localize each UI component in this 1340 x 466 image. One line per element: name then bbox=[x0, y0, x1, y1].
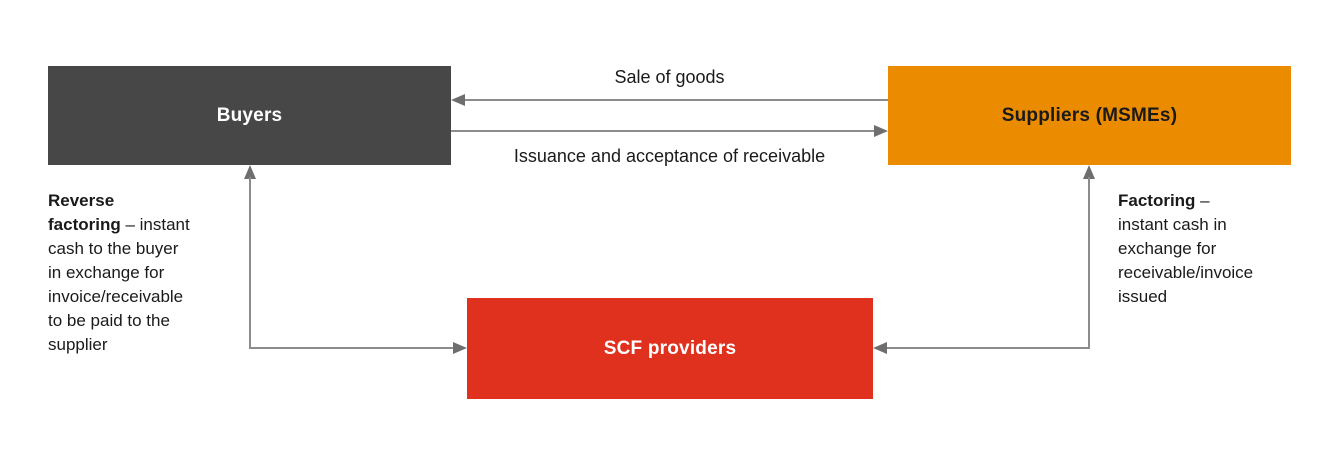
annotation-line: in exchange for bbox=[48, 263, 165, 282]
scf-providers-node-label: SCF providers bbox=[603, 337, 737, 359]
annotation-line: Factoring – bbox=[1118, 191, 1210, 210]
buyers-scf-connector-vertical bbox=[249, 177, 251, 349]
annotation-line: cash to the buyer bbox=[48, 239, 179, 258]
suppliers-node-label: Suppliers (MSMEs) bbox=[1001, 104, 1178, 126]
arrowhead-up-into-buyers-icon bbox=[243, 165, 256, 179]
scf-providers-node: SCF providers bbox=[467, 298, 873, 399]
suppliers-scf-connector-vertical bbox=[1088, 177, 1090, 349]
issuance-arrow-line bbox=[451, 130, 875, 132]
issuance-label: Issuance and acceptance of receivable bbox=[513, 146, 826, 166]
buyers-node: Buyers bbox=[48, 66, 451, 165]
reverse-factoring-note: Reverse factoring – instant cash to the bu… bbox=[48, 189, 233, 357]
sale-of-goods-arrow-line bbox=[464, 99, 888, 101]
annotation-line: invoice/receivable bbox=[48, 287, 184, 306]
sale-of-goods-label: Sale of goods bbox=[614, 67, 725, 87]
arrowhead-into-scf-right-icon bbox=[873, 341, 887, 354]
annotation-line: factoring – instant bbox=[48, 215, 190, 234]
annotation-line: issued bbox=[1118, 287, 1168, 306]
suppliers-node: Suppliers (MSMEs) bbox=[888, 66, 1291, 165]
arrowhead-into-buyers-icon bbox=[451, 93, 465, 106]
buyers-node-label: Buyers bbox=[216, 104, 283, 126]
arrowhead-into-scf-left-icon bbox=[453, 341, 467, 354]
annotation-line: exchange for bbox=[1118, 239, 1217, 258]
annotation-line: supplier bbox=[48, 335, 108, 354]
annotation-line: to be paid to the bbox=[48, 311, 170, 330]
annotation-line: Reverse bbox=[48, 191, 115, 210]
arrowhead-into-suppliers-icon bbox=[874, 124, 888, 137]
suppliers-scf-connector-horizontal bbox=[887, 347, 1089, 349]
factoring-note: Factoring – instant cash in exchange for re… bbox=[1118, 189, 1298, 309]
annotation-line: instant cash in bbox=[1118, 215, 1227, 234]
buyers-scf-connector-horizontal bbox=[249, 347, 455, 349]
annotation-line: receivable/invoice bbox=[1118, 263, 1254, 282]
arrowhead-up-into-suppliers-icon bbox=[1082, 165, 1095, 179]
